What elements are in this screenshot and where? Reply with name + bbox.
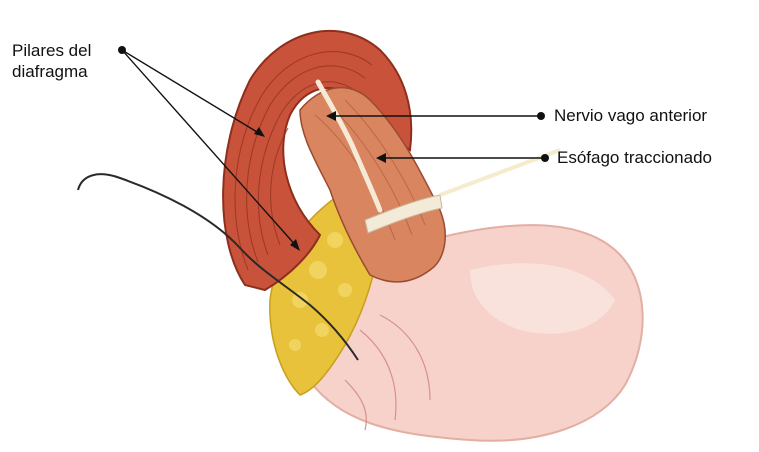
esofago-dot — [541, 154, 549, 162]
label-esofago-traccionado: Esófago traccionado — [557, 147, 712, 168]
vago-dot — [537, 112, 545, 120]
label-pilares-del-diafragma: Pilares del diafragma — [12, 40, 132, 82]
label-nervio-vago-anterior: Nervio vago anterior — [554, 105, 707, 126]
pilares-leader-1 — [122, 50, 262, 135]
